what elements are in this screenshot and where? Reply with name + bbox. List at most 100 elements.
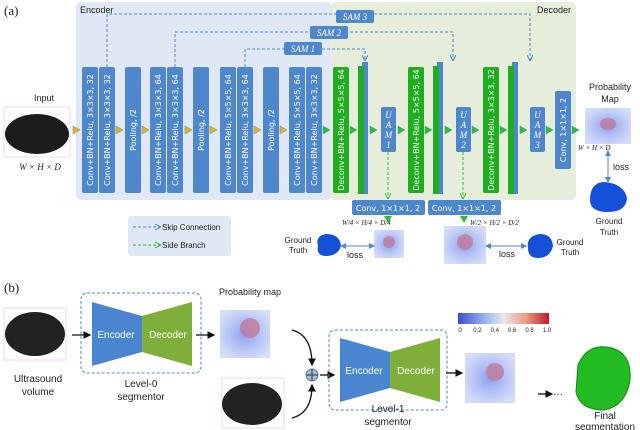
flow-arrow-7 — [279, 125, 288, 135]
ultrasound-label: Ultrasound — [14, 374, 62, 385]
flow-arrows — [72, 125, 580, 135]
skip-merge-bar-3 — [508, 62, 518, 194]
final-conv: Conv, 1×1×1, 2 — [555, 91, 571, 169]
flow-arrow-5 — [209, 125, 218, 135]
decoder-block-2: Deconv+BN+Relu, 5×5×5, 64 — [408, 67, 424, 193]
level1-segmentor: Encoder Decoder — [328, 329, 448, 411]
svg-text:A: A — [534, 120, 541, 130]
panel-b-tag: (b) — [4, 280, 19, 295]
svg-text:M: M — [459, 130, 468, 140]
arrow — [291, 383, 316, 419]
flow-arrow-3 — [141, 125, 150, 135]
probability-map-c-image — [465, 353, 515, 403]
probability-map-b-image — [220, 310, 270, 358]
colorbar-tick: 0.2 — [473, 328, 482, 334]
level1-label: Level-1 — [372, 404, 405, 415]
colorbar-tick: 1.0 — [543, 328, 552, 334]
side-branches — [388, 152, 463, 198]
sam-3: SAM 3 — [336, 10, 374, 23]
legend-skip: Skip Connection — [162, 223, 220, 232]
flow-arrow-13 — [444, 125, 453, 135]
ground-truth-2 — [527, 234, 553, 258]
encoder-block-6-label: Pooling, /2 — [197, 109, 206, 151]
final-label: Final — [594, 411, 616, 422]
encoder-block-3: Pooling, /2 — [125, 67, 141, 193]
svg-text:2: 2 — [461, 140, 466, 150]
colorbar-tick: 0.4 — [491, 328, 500, 334]
level1-decoder: Decoder — [397, 366, 435, 377]
level0-encoder: Encoder — [97, 330, 135, 341]
encoder-block-2-label: Conv+BN+Relu, 3×3×3, 32 — [103, 74, 112, 186]
svg-text:M: M — [533, 130, 542, 140]
ground-truth-main — [590, 182, 627, 212]
prob-map-label-2: Map — [601, 94, 619, 104]
flow-arrow-15 — [499, 125, 508, 135]
encoder-block-1: Conv+BN+Relu, 3×3×3, 32 — [82, 67, 98, 193]
ellipsis: ··· — [553, 389, 563, 400]
flow-arrow-16 — [519, 125, 528, 135]
side-prob-map-2 — [444, 226, 486, 264]
ground-truth-1 — [317, 234, 341, 256]
encoder-block-9: Pooling, /2 — [263, 67, 279, 193]
ultrasound-volume-image — [3, 307, 67, 361]
loss-label-main: loss — [613, 162, 630, 172]
encoder-block-11: Conv+BN+Relu, 3×3×3, 32 — [306, 67, 322, 193]
legend: Skip Connection Side Branch — [128, 216, 231, 256]
encoder-block-5: Conv+BN+Relu, 3×3×3, 64 — [167, 67, 183, 193]
encoder-title: Encoder — [80, 5, 114, 15]
level1-encoder: Encoder — [345, 366, 383, 377]
flow-arrow-4 — [184, 125, 193, 135]
svg-text:Conv, 1×1×1, 2: Conv, 1×1×1, 2 — [356, 204, 420, 213]
encoder-block-5-label: Conv+BN+Relu, 3×3×3, 64 — [171, 74, 180, 186]
prob-map-b-label: Probability map — [219, 287, 281, 297]
panel-a-tag: (a) — [4, 3, 18, 18]
decoder-block-3: Deconv+BN+Relu, 3×3×3, 32 — [483, 67, 499, 193]
ground-truth-label-2b: Truth — [561, 248, 579, 257]
input-volume-image — [3, 106, 71, 158]
side-dims-1: W/4 × H/4 × D/4 — [342, 219, 391, 227]
flow-arrow-8 — [322, 125, 331, 135]
loss-label-1: loss — [347, 250, 364, 260]
flow-arrow-11 — [397, 125, 406, 135]
colorbar-tick: 0.6 — [508, 328, 517, 334]
encoder-block-4-label: Conv+BN+Relu, 3×3×3, 64 — [154, 74, 163, 186]
flow-arrow-1 — [72, 125, 81, 135]
encoder-block-3-label: Pooling, /2 — [129, 109, 138, 151]
ground-truth-label-1b: Truth — [289, 246, 307, 255]
encoder-block-11-label: Conv+BN+Relu, 3×3×3, 32 — [310, 74, 319, 186]
encoder-block-8-label: Conv+BN+Relu, 3×3×3, 64 — [241, 74, 250, 186]
decoder-block-2-label: Deconv+BN+Relu, 5×5×5, 64 — [412, 69, 421, 191]
encoder-block-10: Conv+BN+Relu, 5×5×5, 64 — [289, 67, 305, 193]
prob-map-dims: W × H × D — [578, 144, 610, 152]
level0-label: Level-0 — [125, 379, 158, 390]
skip-merge-bar-2 — [433, 62, 443, 194]
final-segmentation-image — [575, 346, 631, 411]
decoder-title: Decoder — [537, 5, 571, 15]
svg-text:U: U — [460, 110, 467, 120]
prob-map-label: Probability — [589, 82, 632, 92]
final-label-2: segmentation — [575, 422, 635, 430]
arrow — [291, 329, 316, 367]
ground-truth-main-label-2: Truth — [600, 228, 618, 237]
encoder-block-7: Conv+BN+Relu, 5×5×5, 64 — [220, 67, 236, 193]
level0-segmentor: Encoder Decoder — [80, 292, 202, 374]
input-label: Input — [34, 93, 55, 103]
svg-text:M: M — [384, 130, 393, 140]
flow-arrow-6 — [253, 125, 262, 135]
skip-merge-bar-1 — [358, 62, 368, 194]
ground-truth-main-label: Ground — [596, 217, 623, 226]
decoder-block-1: Deconv+BN+Relu, 5×5×5, 64 — [333, 67, 349, 193]
flow-arrow-17 — [545, 125, 554, 135]
side-out-arrow-2 — [460, 216, 468, 223]
encoder-block-1-label: Conv+BN+Relu, 3×3×3, 32 — [86, 74, 95, 186]
sam-2: SAM 2 — [310, 26, 348, 39]
encoder-blocks: Conv+BN+Relu, 3×3×3, 32 Conv+BN+Relu, 3×3… — [82, 67, 322, 193]
side-dims-2: W/2 × H/2 × D/2 — [470, 219, 519, 227]
ground-truth-label-2: Ground — [557, 238, 584, 247]
legend-side: Side Branch — [162, 241, 206, 250]
level1-label-2: segmentor — [364, 417, 412, 428]
side-prob-map-1 — [374, 230, 404, 258]
